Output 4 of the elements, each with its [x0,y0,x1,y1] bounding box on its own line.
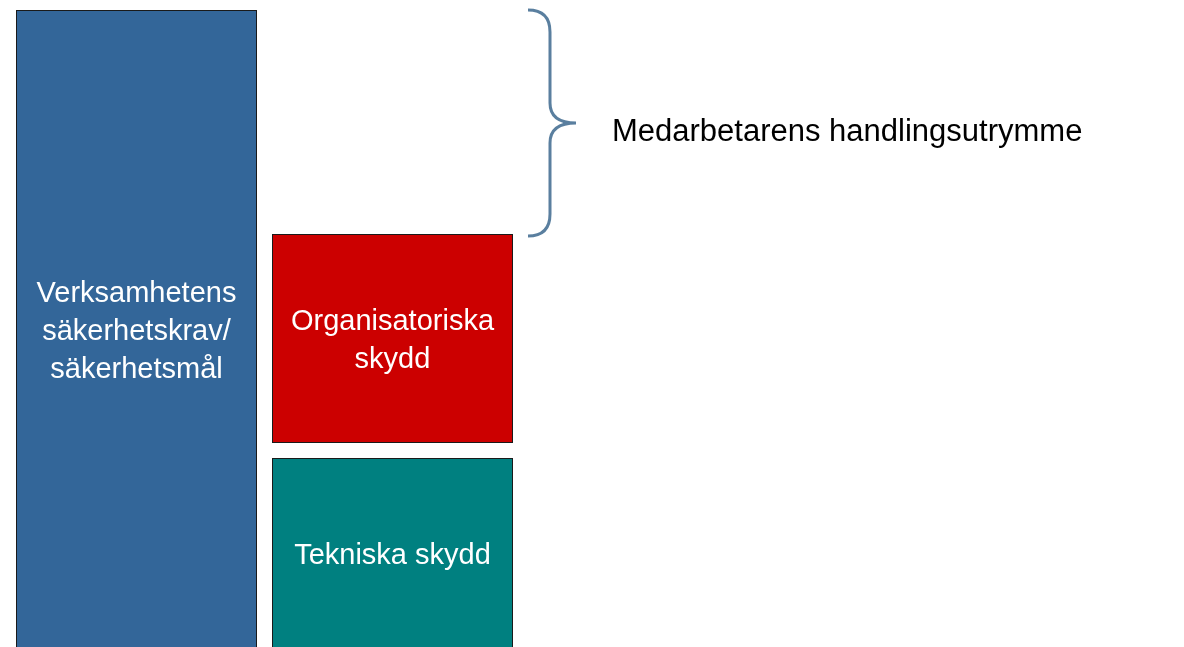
requirements-bar: Verksamhetens säkerhetskrav/ säkerhetsmål [16,10,257,647]
organizational-box: Organisatoriska skydd [272,234,513,443]
brace-label: Medarbetarens handlingsutrymme [612,113,1083,149]
technical-box: Tekniska skydd [272,458,513,647]
